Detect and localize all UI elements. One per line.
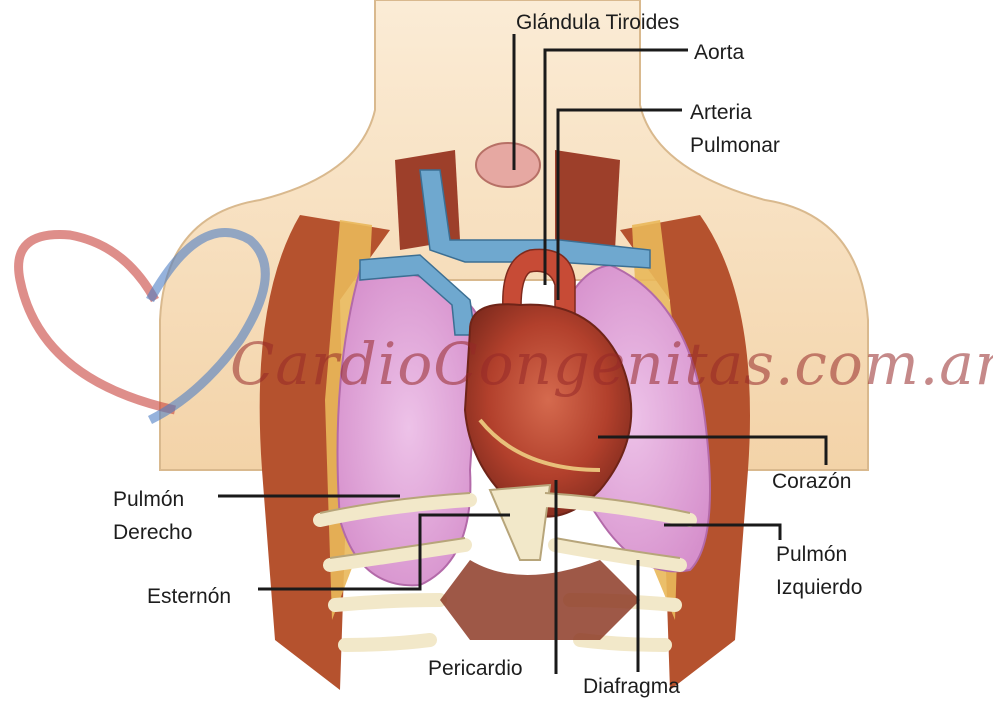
- label-pulmon-izquierdo: Pulmón Izquierdo: [776, 538, 862, 604]
- label-glandula-tiroides: Glándula Tiroides: [516, 6, 679, 39]
- label-pericardio: Pericardio: [428, 652, 523, 685]
- label-corazon: Corazón: [772, 465, 851, 498]
- label-esternon: Esternón: [147, 580, 231, 613]
- label-pulmon-derecho-line2: Derecho: [113, 516, 192, 549]
- label-arteria-pulmonar: Arteria Pulmonar: [690, 96, 780, 162]
- label-arteria-pulmonar-line2: Pulmonar: [690, 129, 780, 162]
- label-pulmon-izquierdo-line2: Izquierdo: [776, 571, 862, 604]
- diaphragm: [440, 560, 640, 640]
- label-pulmon-izquierdo-line1: Pulmón: [776, 538, 862, 571]
- neck-muscle-right: [555, 150, 620, 250]
- label-arteria-pulmonar-line1: Arteria: [690, 96, 780, 129]
- thyroid-gland: [476, 143, 540, 187]
- label-diafragma: Diafragma: [583, 670, 680, 702]
- label-pulmon-derecho-line1: Pulmón: [113, 483, 192, 516]
- label-aorta: Aorta: [694, 36, 744, 69]
- label-pulmon-derecho: Pulmón Derecho: [113, 483, 192, 549]
- watermark-text: CardioCongenitas.com.ar: [230, 330, 993, 398]
- watermark-heart-red: [19, 235, 175, 410]
